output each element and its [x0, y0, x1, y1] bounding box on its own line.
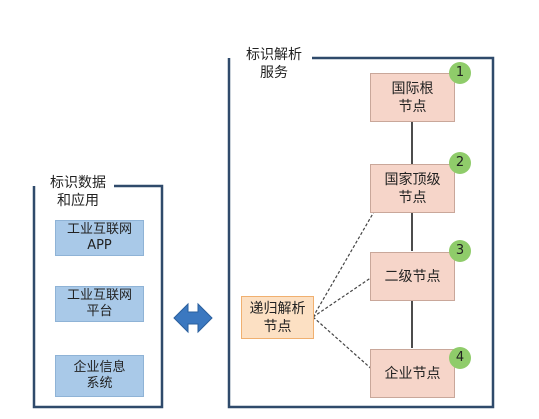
query-line-secondary: [312, 274, 376, 318]
secondary-node: 二级节点: [370, 252, 455, 301]
enterprise-node: 企业节点: [370, 349, 455, 398]
industrial-internet-platform-box: 工业互联网 平台: [55, 286, 144, 322]
query-line-enterprise: [312, 316, 376, 373]
international-root-node: 国际根 节点: [370, 73, 455, 122]
left-panel-frame: [32, 184, 164, 409]
left-panel-title: 标识数据 和应用: [42, 174, 114, 210]
national-top-level-node: 国家顶级 节点: [370, 164, 455, 213]
badge-1: 1: [449, 62, 471, 84]
recursive-resolution-node: 递归解析 节点: [241, 296, 314, 339]
industrial-internet-app-box: 工业互联网 APP: [55, 220, 144, 256]
enterprise-info-system-box: 企业信息 系统: [55, 355, 144, 397]
query-line-country: [312, 209, 376, 318]
badge-3: 3: [449, 240, 471, 262]
right-panel-title: 标识解析 服务: [236, 46, 312, 82]
right-panel-frame: [227, 56, 495, 409]
badge-2: 2: [449, 152, 471, 174]
badge-4: 4: [449, 347, 471, 369]
bidirectional-arrow-icon: [173, 302, 213, 334]
